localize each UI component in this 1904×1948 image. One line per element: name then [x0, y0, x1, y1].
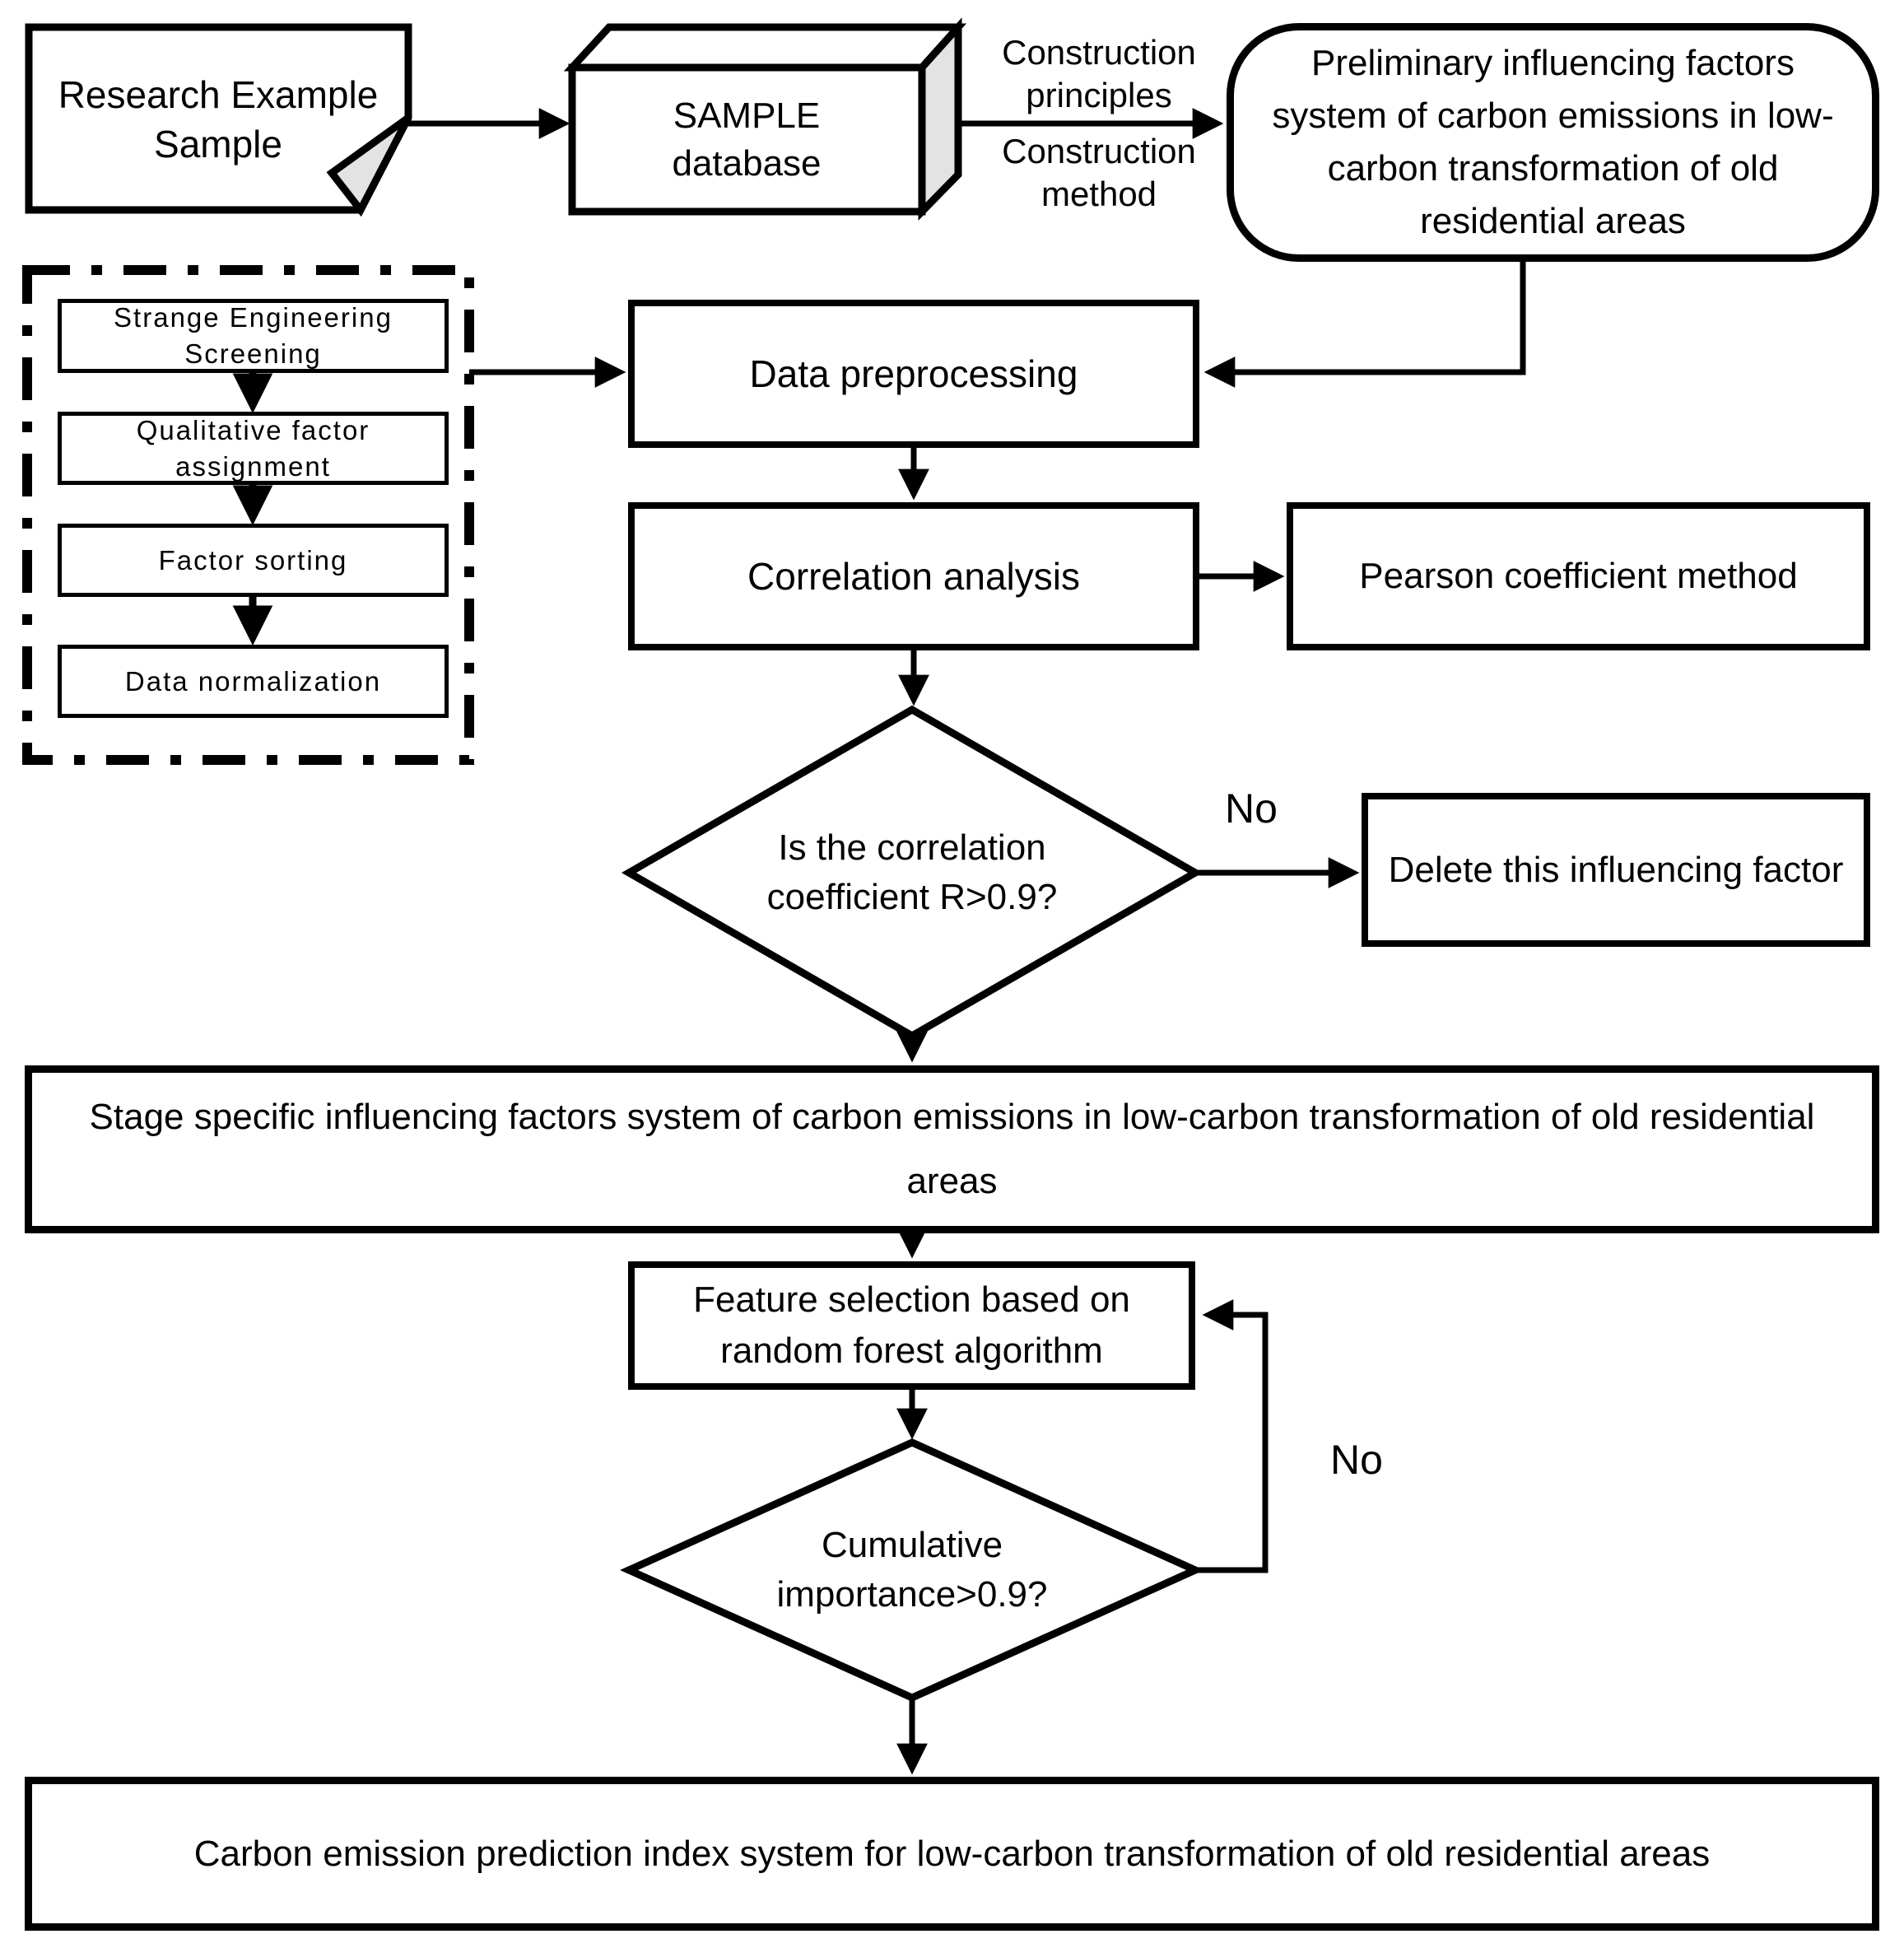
feature-selection-node: Feature selection based on random forest… — [628, 1261, 1195, 1390]
prediction-index-system-label: Carbon emission prediction index system … — [193, 1833, 1711, 1874]
preliminary-factors-label: Preliminary influencing factors system o… — [1272, 43, 1834, 241]
prediction-index-system-node: Carbon emission prediction index system … — [25, 1777, 1879, 1931]
arrow-decision2-no-loop — [1195, 1299, 1269, 1573]
preliminary-factors-node: Preliminary influencing factors system o… — [1227, 23, 1879, 262]
importance-decision-label: Cumulative importance>0.9? — [776, 1525, 1048, 1615]
data-preprocessing-label: Data preprocessing — [749, 352, 1078, 395]
step-data-normalization: Data normalization — [58, 645, 449, 718]
feature-selection-label: Feature selection based on random forest… — [693, 1279, 1130, 1371]
pearson-method-label: Pearson coefficient method — [1359, 556, 1798, 596]
correlation-analysis-node: Correlation analysis — [628, 502, 1199, 650]
sample-database-label: SAMPLE database — [672, 95, 822, 184]
no-label-correlation: No — [1225, 785, 1278, 832]
stage-specific-system-label: Stage specific influencing factors syste… — [89, 1097, 1815, 1201]
stage-specific-system-node: Stage specific influencing factors syste… — [25, 1065, 1879, 1233]
pearson-method-node: Pearson coefficient method — [1287, 502, 1870, 650]
correlation-decision-label: Is the correlation coefficient R>0.9? — [766, 827, 1058, 917]
delete-factor-label: Delete this influencing factor — [1388, 849, 1844, 890]
construction-principles-label: Construction principles — [1002, 33, 1196, 114]
research-sample-label: Research Example Sample — [58, 73, 379, 165]
database-shape — [563, 17, 967, 221]
no-label-importance: No — [1330, 1437, 1383, 1483]
construction-method-label: Construction method — [1002, 132, 1196, 213]
sample-database-node: SAMPLE database — [623, 71, 870, 208]
arrow-preliminary-to-preprocessing — [1203, 260, 1526, 388]
document-shape — [25, 23, 412, 217]
research-sample-node: Research Example Sample — [37, 37, 399, 202]
folded-corner — [326, 114, 412, 217]
step-qualitative-factor-assignment: Qualitative factor assignment — [58, 412, 449, 485]
data-preprocessing-node: Data preprocessing — [628, 300, 1199, 448]
preprocessing-group-border — [22, 265, 474, 765]
step-strange-engineering-screening: Strange Engineering Screening — [58, 299, 449, 373]
correlation-analysis-label: Correlation analysis — [747, 555, 1080, 598]
step-factor-sorting: Factor sorting — [58, 524, 449, 597]
delete-factor-node: Delete this influencing factor — [1362, 793, 1870, 947]
